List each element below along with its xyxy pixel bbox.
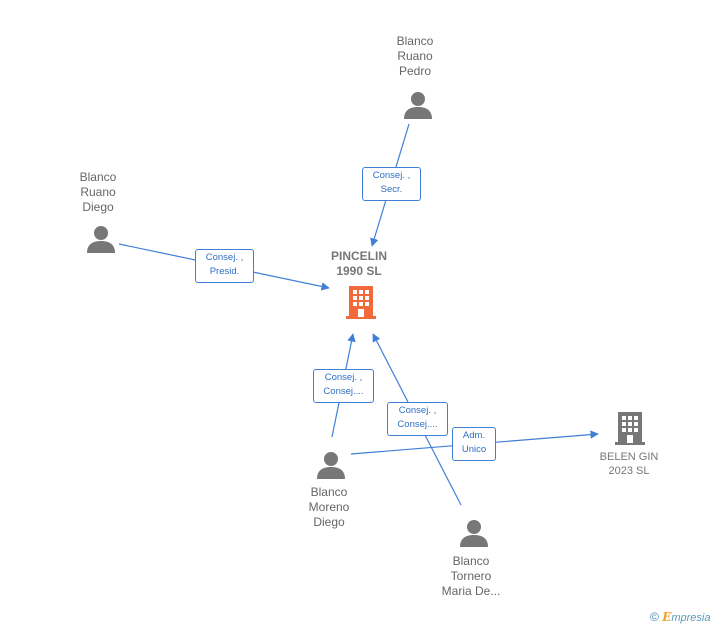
label-line: Ruano bbox=[397, 49, 433, 63]
edge-label-line: Consej. , bbox=[372, 170, 411, 181]
person-label-diego-ruano[interactable]: Blanco Ruano Diego bbox=[58, 170, 138, 215]
edge-label-adm-unico[interactable]: Adm. Unico bbox=[452, 427, 496, 461]
company-label-pincelin[interactable]: PINCELIN 1990 SL bbox=[309, 249, 409, 279]
building-icon[interactable] bbox=[615, 410, 645, 446]
edge-label-line: Consej. , bbox=[324, 372, 363, 383]
copyright-icon: © bbox=[650, 610, 659, 624]
edge-label-consej-consej-maria[interactable]: Consej. , Consej.... bbox=[387, 402, 448, 436]
label-line: Ruano bbox=[80, 185, 116, 199]
label-line: PINCELIN bbox=[330, 249, 387, 263]
label-line: 2023 SL bbox=[608, 465, 650, 477]
edge-label-line: Consej.... bbox=[397, 419, 438, 430]
label-line: Tornero bbox=[450, 569, 492, 583]
empresia-logo-e: E bbox=[662, 610, 672, 624]
company-label-belen-gin[interactable]: BELEN GIN 2023 SL bbox=[579, 450, 679, 478]
edge-label-line: Unico bbox=[461, 444, 487, 455]
label-line: Maria De... bbox=[441, 584, 501, 598]
label-line: Diego bbox=[313, 515, 345, 529]
edge-label-line: Adm. bbox=[462, 430, 486, 441]
person-icon[interactable] bbox=[316, 450, 346, 480]
edge-label-consej-secr[interactable]: Consej. , Secr. bbox=[362, 167, 421, 201]
label-line: Blanco bbox=[79, 170, 117, 184]
copyright-footer[interactable]: © Empresia bbox=[650, 610, 710, 624]
person-label-diego-moreno[interactable]: Blanco Moreno Diego bbox=[289, 485, 369, 530]
building-icon[interactable] bbox=[346, 284, 376, 320]
edge-label-line: Secr. bbox=[380, 184, 403, 195]
edge-label-consej-consej-moreno[interactable]: Consej. , Consej.... bbox=[313, 369, 374, 403]
empresia-brand: mpresia bbox=[671, 612, 711, 624]
edge-label-line: Consej. , bbox=[205, 252, 244, 263]
label-line: Diego bbox=[82, 200, 114, 214]
person-label-pedro[interactable]: Blanco Ruano Pedro bbox=[375, 34, 455, 79]
person-icon[interactable] bbox=[86, 224, 116, 254]
edge-label-line: Consej.... bbox=[323, 386, 364, 397]
edge-label-line: Consej. , bbox=[398, 405, 437, 416]
label-line: Blanco bbox=[452, 554, 490, 568]
label-line: Blanco bbox=[396, 34, 434, 48]
edge-label-line: Presid. bbox=[209, 266, 240, 277]
label-line: BELEN GIN bbox=[599, 451, 659, 463]
label-line: Moreno bbox=[308, 500, 350, 514]
person-icon[interactable] bbox=[459, 518, 489, 548]
label-line: Pedro bbox=[398, 64, 432, 78]
person-label-maria[interactable]: Blanco Tornero Maria De... bbox=[426, 554, 516, 599]
label-line: 1990 SL bbox=[336, 264, 382, 278]
label-line: Blanco bbox=[310, 485, 348, 499]
person-icon[interactable] bbox=[403, 90, 433, 120]
edge-label-consej-presid[interactable]: Consej. , Presid. bbox=[195, 249, 254, 283]
